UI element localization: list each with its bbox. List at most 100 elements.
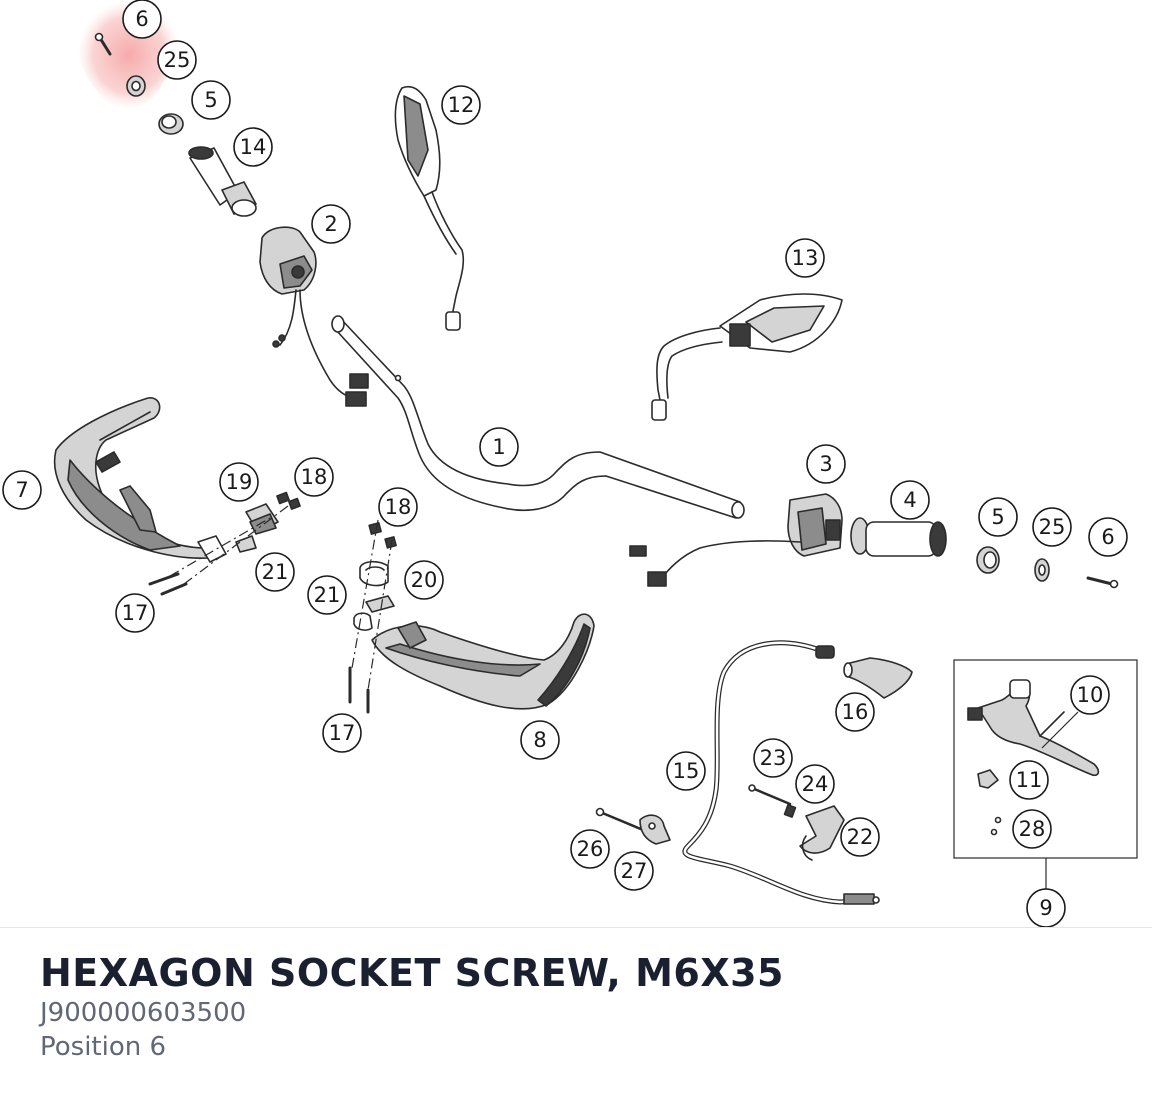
callout-label: 26 [577,837,604,861]
callout-label: 25 [164,48,191,72]
callout-label: 25 [1039,515,1066,539]
callout-6-left[interactable]: 6 [122,0,162,39]
part-10-clutch-lever[interactable] [967,679,1100,777]
part-4-grip-right[interactable] [850,517,947,557]
callout-26[interactable]: 26 [570,829,610,869]
callout-7[interactable]: 7 [2,470,42,510]
callout-label: 1 [492,435,505,459]
callout-label: 24 [802,772,829,796]
callout-25-left[interactable]: 25 [157,40,197,80]
callout-27[interactable]: 27 [614,851,654,891]
part-18-nut-left[interactable] [276,491,301,510]
callout-17-right[interactable]: 17 [322,713,362,753]
part-25-washer-left[interactable] [126,75,146,97]
callout-label: 15 [673,759,700,783]
part-15-clutch-cable[interactable] [682,640,880,905]
part-8-handguard-right[interactable] [371,613,595,710]
callout-label: 11 [1016,768,1043,792]
callout-21-left[interactable]: 21 [255,552,295,592]
callout-9[interactable]: 9 [1026,888,1066,928]
part-11-clutch-switch[interactable] [977,769,999,789]
part-21-spacer-right[interactable] [353,595,395,631]
callout-24[interactable]: 24 [795,764,835,804]
callout-label: 7 [15,478,28,502]
part-info-panel: HEXAGON SOCKET SCREW, M6X35 J90000060350… [40,950,1120,1064]
callout-14[interactable]: 14 [233,127,273,167]
callout-label: 28 [1019,817,1046,841]
callout-17-left[interactable]: 17 [115,593,155,633]
part-3-switch-right[interactable] [629,493,843,587]
callout-label: 13 [792,246,819,270]
part-5-bar-end-right[interactable] [976,546,1000,574]
part-6-screw-right[interactable] [1086,576,1119,589]
part-title: HEXAGON SOCKET SCREW, M6X35 [40,951,784,995]
callout-4[interactable]: 4 [890,480,930,520]
part-13-mirror-right[interactable] [651,293,843,421]
part-6-screw-left[interactable] [94,32,112,56]
callout-18-right[interactable]: 18 [378,487,418,527]
part-12-mirror-left[interactable] [394,85,465,331]
callout-label: 4 [903,488,916,512]
callout-8[interactable]: 8 [520,720,560,760]
callout-label: 10 [1077,683,1104,707]
callout-5-right[interactable]: 5 [978,497,1018,537]
part-26-bolt[interactable] [595,807,650,834]
callout-3[interactable]: 3 [806,444,846,484]
callout-11[interactable]: 11 [1009,760,1049,800]
part-9-clutch-assembly-frame[interactable] [953,659,1138,890]
part-5-bar-end-left[interactable] [158,113,184,135]
callout-label: 5 [204,88,217,112]
callout-20[interactable]: 20 [404,560,444,600]
part-19-clamp[interactable] [245,503,279,535]
callout-label: 16 [842,700,869,724]
part-25-washer-right[interactable] [1034,558,1050,582]
callout-label: 18 [301,465,328,489]
part-number: J900000603500 [40,998,247,1028]
callout-23[interactable]: 23 [753,738,793,778]
callout-6-right[interactable]: 6 [1088,517,1128,557]
callout-label: 2 [324,212,337,236]
part-7-handguard-left[interactable] [53,397,227,563]
part-28-screws[interactable] [990,816,1002,836]
callout-22[interactable]: 22 [840,817,880,857]
part-14-grip-left[interactable] [188,146,257,217]
part-20-clamp-right[interactable] [359,560,389,587]
callout-label: 22 [847,825,874,849]
part-18-nut-right[interactable] [368,522,397,549]
callout-label: 21 [314,583,341,607]
callout-12[interactable]: 12 [441,85,481,125]
callout-5-left[interactable]: 5 [191,80,231,120]
callout-15[interactable]: 15 [666,751,706,791]
part-23-pin[interactable] [748,784,792,806]
part-2-switch-left[interactable] [259,226,369,407]
callout-label: 17 [122,601,149,625]
part-22-bracket[interactable] [799,805,845,861]
part-24-nut[interactable] [783,804,797,818]
part-16-dust-boot[interactable] [843,657,913,699]
callout-16[interactable]: 16 [835,692,875,732]
callout-label: 18 [385,495,412,519]
callout-13[interactable]: 13 [785,238,825,278]
callout-1[interactable]: 1 [479,427,519,467]
callout-label: 9 [1039,896,1052,920]
callout-19[interactable]: 19 [219,462,259,502]
callout-21-right[interactable]: 21 [307,575,347,615]
callout-28[interactable]: 28 [1012,809,1052,849]
callout-2[interactable]: 2 [311,204,351,244]
callout-18-left[interactable]: 18 [294,457,334,497]
part-17-screws-right[interactable] [348,666,370,714]
callout-label: 6 [135,7,148,31]
exploded-parts-diagram: 6 25 5 14 2 12 13 1 3 4 5 25 6 7 19 18 1… [2,0,1138,928]
callout-label: 23 [760,746,787,770]
callout-label: 8 [533,728,546,752]
part-1-handlebar[interactable] [331,315,745,519]
part-27-bracket[interactable] [639,814,671,845]
callout-label: 27 [621,859,648,883]
part-17-screws-left[interactable] [148,572,188,596]
callout-label: 12 [448,93,475,117]
callout-25-right[interactable]: 25 [1032,507,1072,547]
callout-label: 21 [262,560,289,584]
callout-label: 3 [819,452,832,476]
part-21-spacer-left[interactable] [235,535,257,553]
callout-10[interactable]: 10 [1070,675,1110,715]
